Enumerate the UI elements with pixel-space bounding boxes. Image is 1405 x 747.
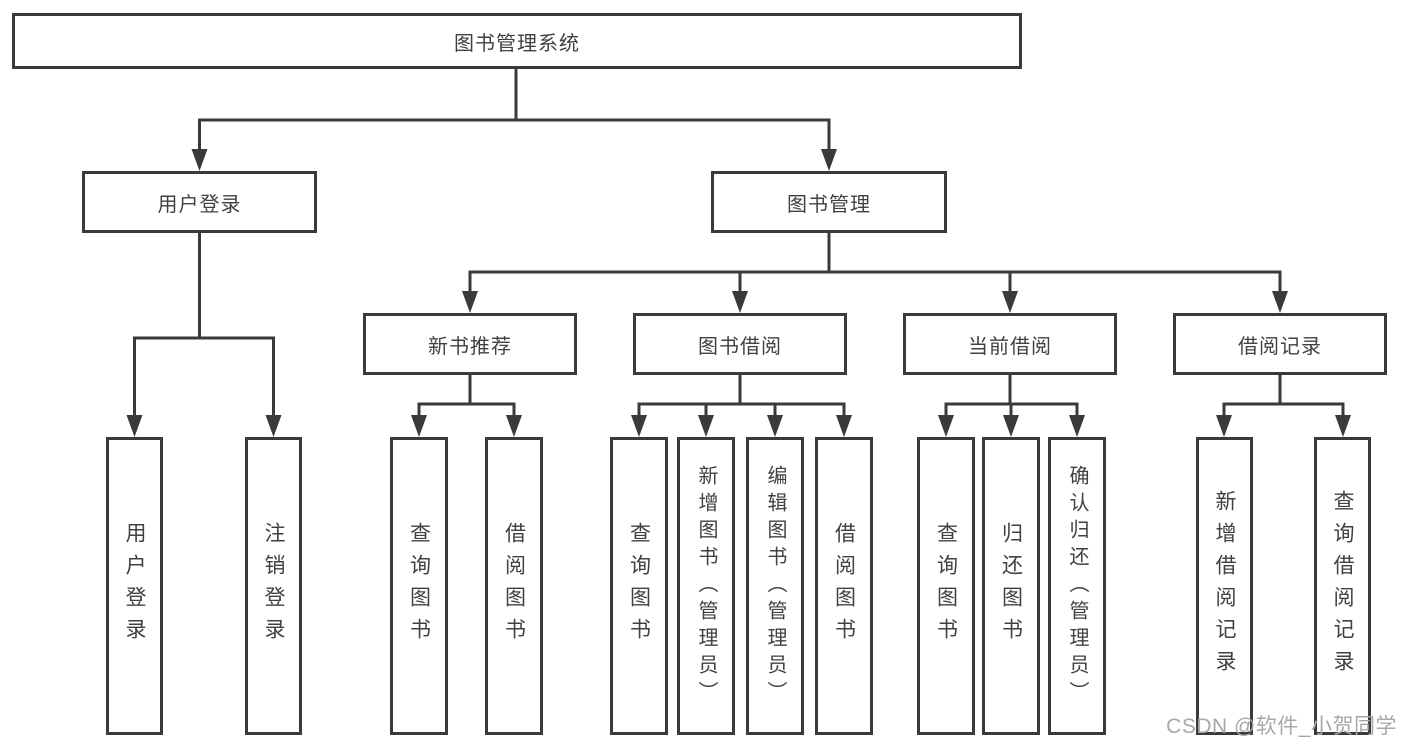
leaf-query-book-recommend: 查询图书 [390,437,448,735]
leaf-user-login: 用户登录 [106,437,163,735]
leaf-query-borrow-record: 查询借阅记录 [1314,437,1371,735]
node-current-borrow: 当前借阅 [903,313,1117,375]
arrowhead-icon [1272,291,1288,313]
arrowhead-icon [938,415,954,437]
leaf-borrow-book: 借阅图书 [815,437,873,735]
arrowhead-icon [698,415,714,437]
arrowhead-icon [191,149,208,171]
leaf-add-borrow-record: 新增借阅记录 [1196,437,1253,735]
arrowhead-icon [126,415,143,437]
arrowhead-icon [1003,415,1019,437]
leaf-confirm-return-admin: 确认归还（管理员） [1048,437,1106,735]
arrowhead-icon [462,291,478,313]
node-library-management-system: 图书管理系统 [12,13,1022,69]
leaf-query-book-current: 查询图书 [917,437,975,735]
connector-new-book-children [417,375,516,418]
arrowhead-icon [767,415,783,437]
node-book-management: 图书管理 [711,171,947,233]
arrowhead-icon [631,415,647,437]
arrowhead-icon [1002,291,1018,313]
leaf-logout: 注销登录 [245,437,302,735]
connector-book-management-children [468,233,1282,293]
arrowhead-icon [1216,415,1232,437]
connector-root-to-level2 [198,69,831,151]
node-book-borrow: 图书借阅 [633,313,847,375]
connector-current-borrow-children [944,375,1079,418]
arrowhead-icon [836,415,852,437]
node-new-book-recommend: 新书推荐 [363,313,577,375]
node-borrow-record: 借阅记录 [1173,313,1387,375]
arrowhead-icon [506,415,522,437]
leaf-add-book-admin: 新增图书（管理员） [677,437,735,735]
arrowhead-icon [732,291,748,313]
connector-user-login-children [133,233,275,417]
arrowhead-icon [265,415,282,437]
leaf-return-book: 归还图书 [982,437,1040,735]
leaf-edit-book-admin: 编辑图书（管理员） [746,437,804,735]
arrowhead-icon [411,415,427,437]
arrowhead-icon [1335,415,1351,437]
arrowhead-icon [821,149,837,171]
arrowhead-icon [1069,415,1085,437]
connector-book-borrow-children [637,375,846,418]
leaf-borrow-book-recommend: 借阅图书 [485,437,543,735]
arrowheads [126,149,1351,437]
node-user-login: 用户登录 [82,171,317,233]
leaf-query-book-borrow: 查询图书 [610,437,668,735]
csdn-watermark: CSDN @软件_小贺同学 [1166,715,1397,738]
connector-borrow-record-children [1222,375,1345,418]
